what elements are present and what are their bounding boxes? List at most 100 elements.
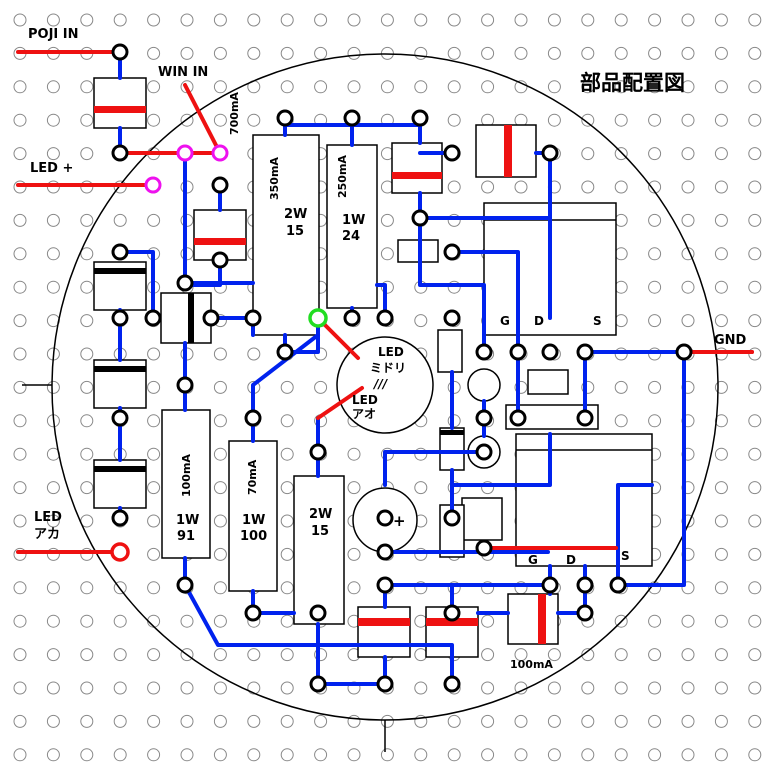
pad-green-common: [308, 308, 328, 328]
board-hole: [748, 681, 762, 695]
solder-pad: [475, 443, 493, 461]
solder-pad: [111, 43, 129, 61]
board-hole: [46, 681, 60, 695]
solder-pad: [443, 243, 461, 261]
board-hole: [748, 280, 762, 294]
solder-pad: [309, 443, 327, 461]
board-hole: [280, 581, 294, 595]
cathode-band: [188, 293, 194, 343]
board-hole: [314, 13, 328, 27]
board-hole: [213, 681, 227, 695]
board-hole: [46, 13, 60, 27]
diode-mark: [426, 618, 478, 626]
resistor-70ma-current: 70mA: [246, 459, 259, 495]
resistor-70ma-value: 100: [240, 529, 267, 544]
board-hole: [614, 280, 628, 294]
solder-pad: [376, 543, 394, 561]
board-hole: [314, 648, 328, 662]
wire-blue: [450, 250, 520, 354]
board-hole: [681, 213, 695, 227]
solder-pad: [176, 274, 194, 292]
solder-pad: [609, 576, 627, 594]
board-hole: [681, 748, 695, 762]
board-hole: [514, 648, 528, 662]
board-hole: [113, 748, 127, 762]
board-hole: [280, 748, 294, 762]
board-hole: [46, 648, 60, 662]
solder-pad: [576, 343, 594, 361]
wire-blue: [450, 432, 552, 520]
wire-blue: [375, 283, 387, 320]
wire-red-win-in: [183, 83, 222, 155]
board-hole: [347, 581, 361, 595]
board-hole: [681, 581, 695, 595]
diode-mark: [194, 238, 246, 245]
board-hole: [213, 714, 227, 728]
board-hole: [714, 614, 728, 628]
solder-pad: [211, 251, 229, 269]
board-hole: [13, 447, 27, 461]
solder-pad: [411, 209, 429, 227]
board-hole: [714, 213, 728, 227]
board-hole: [13, 681, 27, 695]
board-hole: [748, 314, 762, 328]
board-hole: [514, 748, 528, 762]
solder-pad: [144, 309, 162, 327]
mosfet-lower-body: [515, 433, 653, 567]
board-hole: [213, 581, 227, 595]
board-hole: [447, 714, 461, 728]
board-hole: [547, 113, 561, 127]
diode-mark: [358, 618, 410, 626]
board-hole: [46, 280, 60, 294]
solder-pad: [276, 343, 294, 361]
board-hole: [447, 213, 461, 227]
board-hole: [714, 481, 728, 495]
board-hole: [347, 447, 361, 461]
board-hole: [547, 714, 561, 728]
board-hole: [80, 347, 94, 361]
board-hole: [13, 481, 27, 495]
board-hole: [213, 46, 227, 60]
board-hole: [280, 447, 294, 461]
board-hole: [614, 648, 628, 662]
label-led-green-1: LED: [378, 345, 404, 359]
resistor-350ma-current: 350mA: [268, 157, 281, 200]
resistor-350ma-power: 2W: [284, 207, 307, 222]
board-hole: [481, 581, 495, 595]
board-hole: [13, 547, 27, 561]
board-hole: [380, 13, 394, 27]
solder-pad: [376, 675, 394, 693]
board-hole: [147, 681, 161, 695]
board-hole: [581, 113, 595, 127]
board-hole: [414, 447, 428, 461]
board-hole: [681, 147, 695, 161]
board-hole: [13, 748, 27, 762]
board-hole: [46, 147, 60, 161]
resistor-100ma-current: 100mA: [180, 454, 193, 497]
board-hole: [213, 380, 227, 394]
board-hole: [447, 46, 461, 60]
solder-pad: [244, 409, 262, 427]
resistor-350ma-value: 15: [286, 224, 304, 239]
board-hole: [748, 547, 762, 561]
solder-pad: [376, 509, 394, 527]
pad-led-red: [110, 542, 130, 562]
board-hole: [514, 80, 528, 94]
board-hole: [280, 46, 294, 60]
board-hole: [447, 13, 461, 27]
board-hole: [514, 13, 528, 27]
cathode-band: [440, 430, 464, 435]
board-hole: [46, 547, 60, 561]
board-hole: [147, 347, 161, 361]
solder-pad: [443, 309, 461, 327]
resistor-350ma: [252, 134, 320, 336]
pad-win-in-2: [211, 144, 229, 162]
board-hole: [581, 681, 595, 695]
solder-pad: [176, 376, 194, 394]
board-hole: [681, 80, 695, 94]
board-hole: [714, 581, 728, 595]
board-hole: [748, 380, 762, 394]
board-hole: [180, 681, 194, 695]
diode-mark: [392, 172, 442, 179]
solder-pad: [211, 176, 229, 194]
